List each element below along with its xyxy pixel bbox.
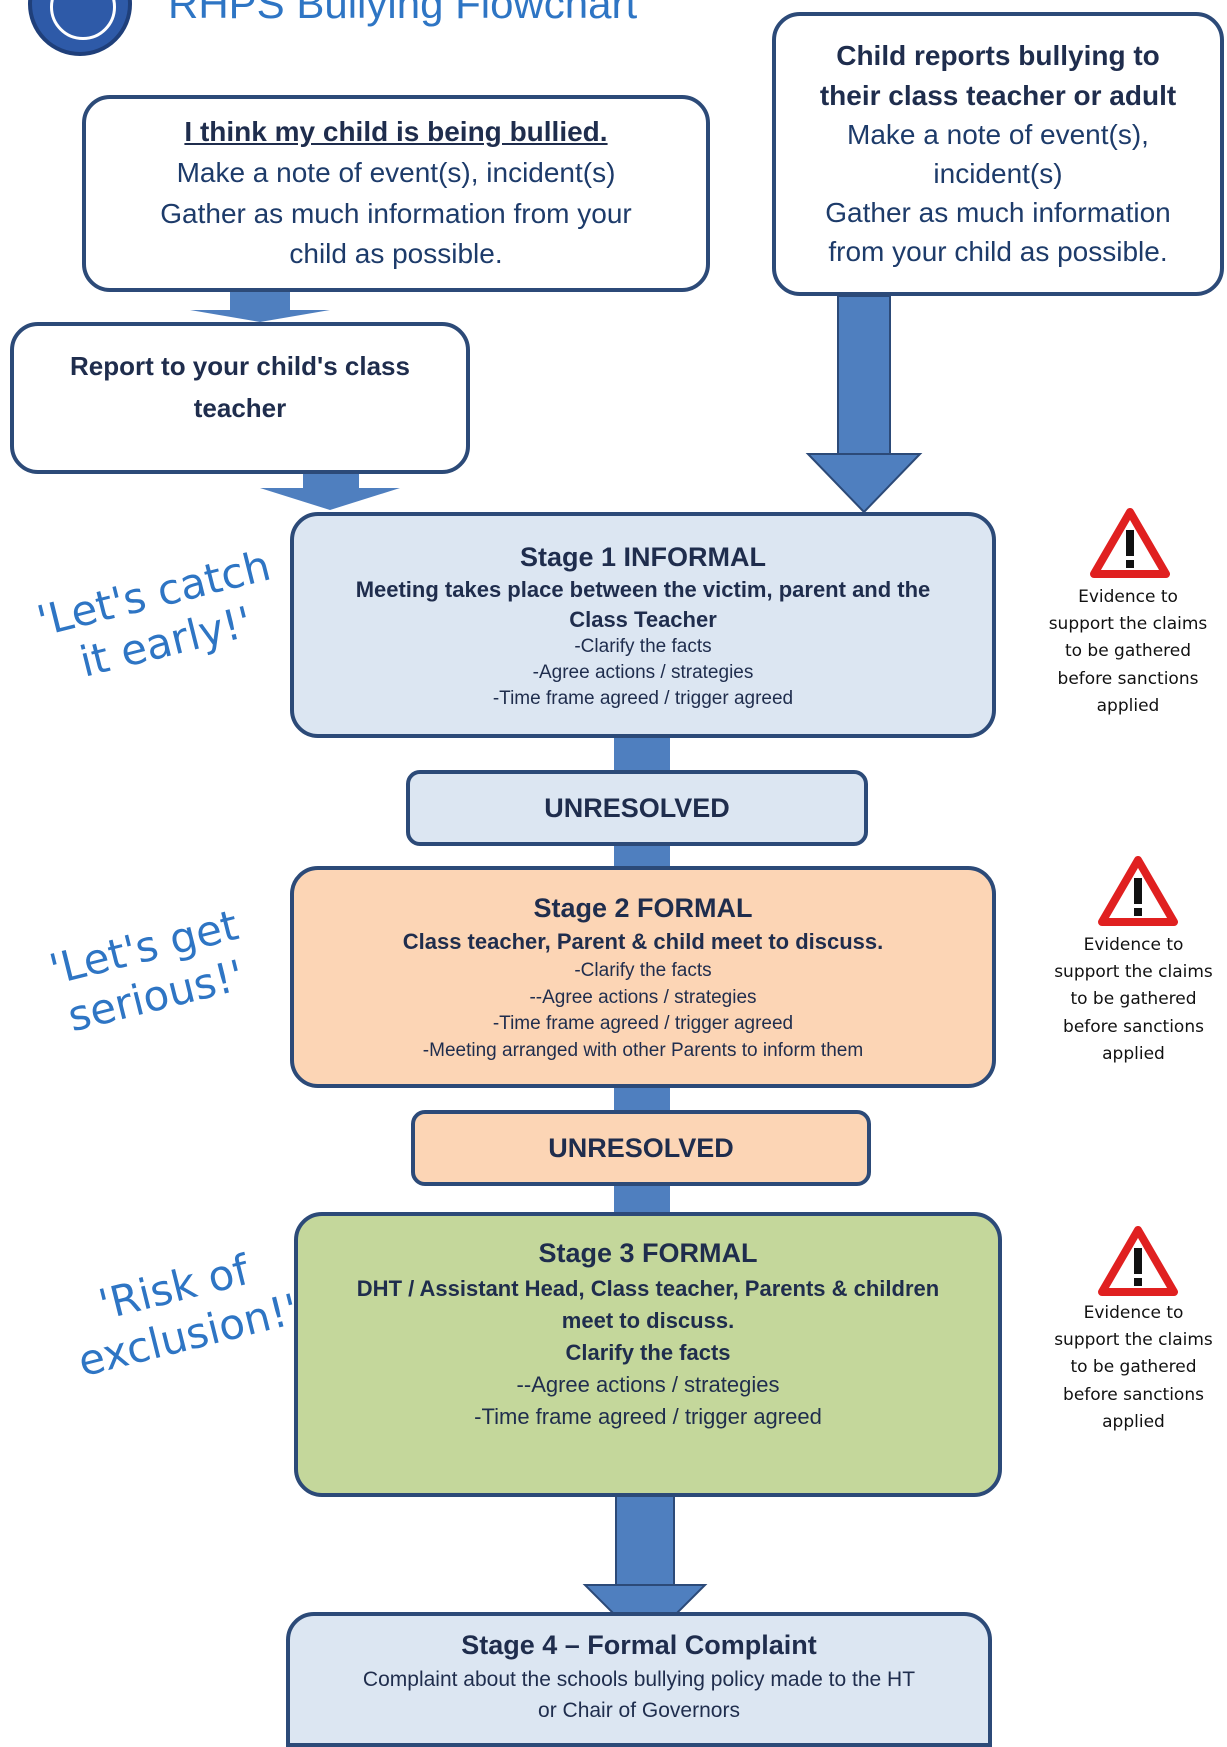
evidence-line: to be gathered (1070, 1357, 1197, 1378)
stage1-title: Stage 1 INFORMAL (519, 541, 767, 572)
stage2-box: Stage 2 FORMAL Class teacher, Parent & c… (290, 866, 996, 1088)
unresolved-2-label: UNRESOLVED (548, 1132, 734, 1163)
evidence-line: support the claims (1054, 962, 1213, 983)
stage2-item: --Agree actions / strategies (529, 986, 757, 1008)
connector-stage1-unresolved1 (614, 738, 670, 772)
child-reports-line: incident(s) (933, 158, 1063, 189)
arrow-report-to-stage1-head (260, 488, 400, 510)
parent-concern-line: child as possible. (289, 238, 503, 270)
stage2-subtitle: Class teacher, Parent & child meet to di… (402, 929, 884, 955)
evidence-line: to be gathered (1064, 641, 1192, 662)
arrow-stage3-to-stage4-shaft (615, 1494, 675, 1588)
stage1-item: -Time frame agreed / trigger agreed (492, 687, 794, 709)
stage2-item: -Time frame agreed / trigger agreed (492, 1013, 794, 1035)
arrow-parent-to-report-shaft (232, 293, 288, 311)
stage3-title: Stage 3 FORMAL (538, 1238, 758, 1268)
stage2-item: -Meeting arranged with other Parents to … (422, 1039, 864, 1061)
child-reports-line: from your child as possible. (828, 236, 1168, 268)
child-reports-line: Make a note of event(s), (847, 118, 1149, 150)
child-reports-box: Child reports bullying to their class te… (772, 12, 1224, 296)
unresolved-2-box: UNRESOLVED (411, 1110, 871, 1186)
warning-icon (1098, 1226, 1178, 1296)
stage3-subtitle: meet to discuss. (561, 1308, 735, 1334)
stage3-item: -Time frame agreed / trigger agreed (474, 1403, 822, 1429)
stage1-subtitle: Class Teacher (569, 606, 717, 632)
child-reports-heading: their class teacher or adult (819, 79, 1177, 111)
arrow-child-to-stage1-shaft (837, 295, 891, 457)
report-teacher-box: Report to your child's class teacher (10, 322, 470, 474)
parent-concern-box: I think my child is being bullied. Make … (82, 95, 710, 292)
warning-icon (1090, 508, 1170, 578)
child-reports-line: Gather as much information (825, 197, 1171, 229)
stage4-title: Stage 4 – Formal Complaint (461, 1630, 817, 1660)
stage4-line: Complaint about the schools bullying pol… (362, 1668, 916, 1692)
arrow-report-to-stage1-shaft (303, 472, 359, 490)
arrow-child-to-stage1-head (805, 453, 923, 514)
evidence-line: support the claims (1054, 1330, 1213, 1351)
evidence-line: applied (1096, 695, 1160, 716)
evidence-line: Evidence to (1083, 1303, 1184, 1323)
stage1-subtitle: Meeting takes place between the victim, … (355, 577, 931, 603)
evidence-line: before sanctions (1063, 1016, 1204, 1037)
evidence-line: before sanctions (1057, 668, 1199, 689)
evidence-line: applied (1102, 1043, 1165, 1064)
stage1-box: Stage 1 INFORMAL Meeting takes place bet… (290, 512, 996, 738)
connector-stage2-unresolved2 (614, 1088, 670, 1110)
report-teacher-line: Report to your child's class (70, 351, 410, 381)
evidence-note-3: Evidence to support the claims to be gat… (1040, 1300, 1227, 1436)
report-teacher-line: teacher (193, 392, 287, 423)
evidence-line: Evidence to (1083, 935, 1184, 955)
stage3-subtitle: Clarify the facts (565, 1339, 731, 1365)
unresolved-1-label: UNRESOLVED (544, 792, 730, 823)
evidence-line: support the claims (1048, 614, 1208, 635)
stage2-title: Stage 2 FORMAL (533, 892, 753, 923)
stage4-line: or Chair of Governors (538, 1698, 740, 1722)
connector-unresolved1-stage2 (614, 846, 670, 868)
parent-concern-line: Gather as much information from your (160, 197, 632, 229)
child-reports-heading: Child reports bullying to (836, 40, 1160, 72)
evidence-line: applied (1102, 1411, 1165, 1432)
parent-concern-line: Make a note of event(s), incident(s) (176, 156, 616, 188)
stage1-item: -Clarify the facts (574, 636, 712, 658)
evidence-line: before sanctions (1063, 1384, 1204, 1405)
unresolved-1-box: UNRESOLVED (406, 770, 868, 846)
stage4-box: Stage 4 – Formal Complaint Complaint abo… (286, 1612, 992, 1747)
stage3-subtitle: DHT / Assistant Head, Class teacher, Par… (356, 1276, 940, 1302)
evidence-note-1: Evidence to support the claims to be gat… (1030, 584, 1226, 720)
parent-concern-heading: I think my child is being bullied. (184, 116, 608, 148)
stage3-item: --Agree actions / strategies (516, 1371, 780, 1397)
connector-unresolved2-stage3 (614, 1186, 670, 1214)
page-title: RHPS Bullying Flowchart (168, 0, 638, 27)
evidence-line: Evidence to (1078, 587, 1178, 607)
stage3-box: Stage 3 FORMAL DHT / Assistant Head, Cla… (294, 1212, 1002, 1497)
warning-icon (1098, 856, 1178, 926)
evidence-note-2: Evidence to support the claims to be gat… (1040, 932, 1227, 1068)
stage1-item: -Agree actions / strategies (532, 662, 754, 684)
evidence-line: to be gathered (1070, 989, 1197, 1010)
stage2-item: -Clarify the facts (574, 960, 712, 982)
